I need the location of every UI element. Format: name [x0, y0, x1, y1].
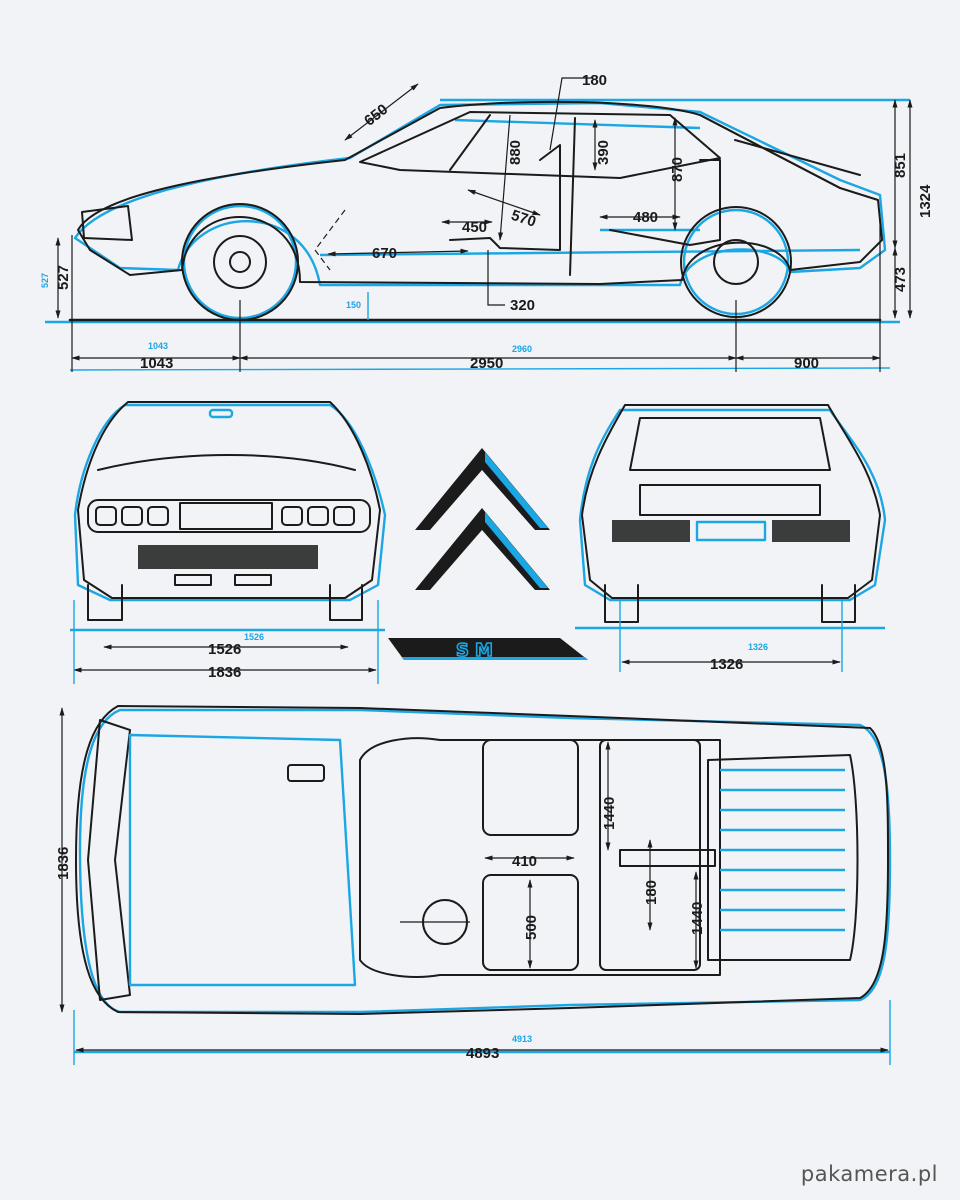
top-view: 1836 410 500 1440 1440 180 4893 4913 [55, 705, 892, 1065]
dim-headrest: 180 [582, 72, 607, 89]
sm-badge-text: SM [456, 640, 499, 661]
dim-rear-legroom: 480 [633, 209, 658, 226]
blue-dim-front-overhang: 1043 [148, 341, 168, 351]
blue-dim-ground-clearance: 150 [346, 300, 361, 310]
rear-view: 1326 1326 [575, 404, 887, 673]
dim-overall-height: 1324 [917, 184, 934, 218]
dim-rear-width-lower: 1440 [689, 902, 706, 935]
dim-seat-length: 500 [523, 915, 540, 940]
dim-front-track: 1526 [208, 641, 241, 658]
dim-windshield: 650 [361, 101, 391, 130]
watermark: pakamera.pl [800, 1162, 938, 1186]
side-view-ink-outline [68, 100, 883, 322]
dim-seat-base: 320 [510, 297, 535, 314]
dim-front-overhang: 1043 [140, 355, 173, 372]
front-view: 1526 1526 1836 [70, 401, 387, 684]
dim-overall-length: 4893 [466, 1045, 499, 1062]
dim-rear-overhang: 900 [794, 355, 819, 372]
sm-badge: SM [388, 638, 588, 662]
dim-rear-height: 870 [669, 157, 686, 182]
dim-seat-height: 880 [507, 140, 524, 165]
dim-front-seat: 570 [509, 207, 538, 231]
dim-center-gap: 180 [643, 880, 660, 905]
dim-overall-width-top: 1836 [55, 847, 72, 880]
dim-rear-width-upper: 1440 [601, 797, 618, 830]
side-view-dimension-labels: 650 180 880 390 870 1324 851 473 527 527… [40, 72, 934, 372]
dim-wheelbase: 2950 [470, 355, 503, 372]
blue-dim-wheelbase: 2960 [512, 344, 532, 354]
blue-dim-front-axle-height: 527 [40, 273, 50, 288]
blue-dim-overall-length: 4913 [512, 1034, 532, 1044]
blue-dim-front-track: 1526 [244, 632, 264, 642]
citroen-chevron-logo [415, 448, 550, 590]
dim-rear-headroom: 390 [595, 140, 612, 165]
dim-rear-axle-height: 473 [892, 267, 909, 292]
side-view: 650 180 880 390 870 1324 851 473 527 527… [40, 72, 934, 372]
dim-rear-track: 1326 [710, 656, 743, 673]
dim-front-legroom: 670 [372, 245, 397, 262]
dim-roof-to-axle: 851 [892, 153, 909, 178]
dim-seat-width: 410 [512, 853, 537, 870]
side-view-dimension-lines [55, 77, 913, 372]
dim-front-axle-height: 527 [55, 265, 72, 290]
front-grille [138, 545, 318, 569]
dim-overall-width-front: 1836 [208, 664, 241, 681]
dim-seat-depth: 450 [462, 219, 487, 236]
blue-dim-rear-track: 1326 [748, 642, 768, 652]
